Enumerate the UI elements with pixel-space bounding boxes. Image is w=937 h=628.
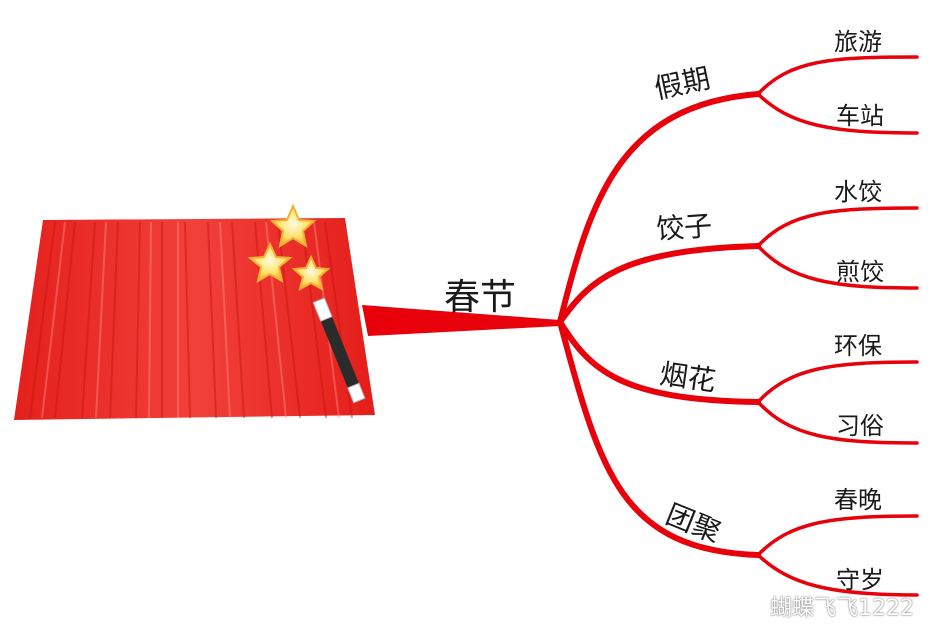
leaf-new-years-eve-vigil[interactable]: 守岁 [836,566,884,594]
branch-dumplings[interactable]: 饺子 [655,209,714,246]
trunk-connector [362,305,560,336]
leaf-fried-dumplings[interactable]: 煎饺 [836,258,884,286]
weibo-icon [736,600,761,620]
leaf-station[interactable]: 车站 [836,102,884,130]
central-topic[interactable]: 春节 [444,277,517,318]
branch-lines [557,55,919,597]
watermark-text: 蝴蝶飞飞1222 [770,596,914,621]
leaf-environment[interactable]: 环保 [834,332,882,360]
watermark: 蝴蝶飞飞1222 [735,590,914,622]
leaf-spring-gala[interactable]: 春晚 [834,486,882,514]
curtain-with-magic-wand-icon [14,203,375,420]
leaf-custom[interactable]: 习俗 [836,412,884,440]
leaf-boiled-dumplings[interactable]: 水饺 [834,178,882,206]
branch-fireworks[interactable]: 烟花 [657,357,718,398]
leaf-travel[interactable]: 旅游 [834,28,882,56]
